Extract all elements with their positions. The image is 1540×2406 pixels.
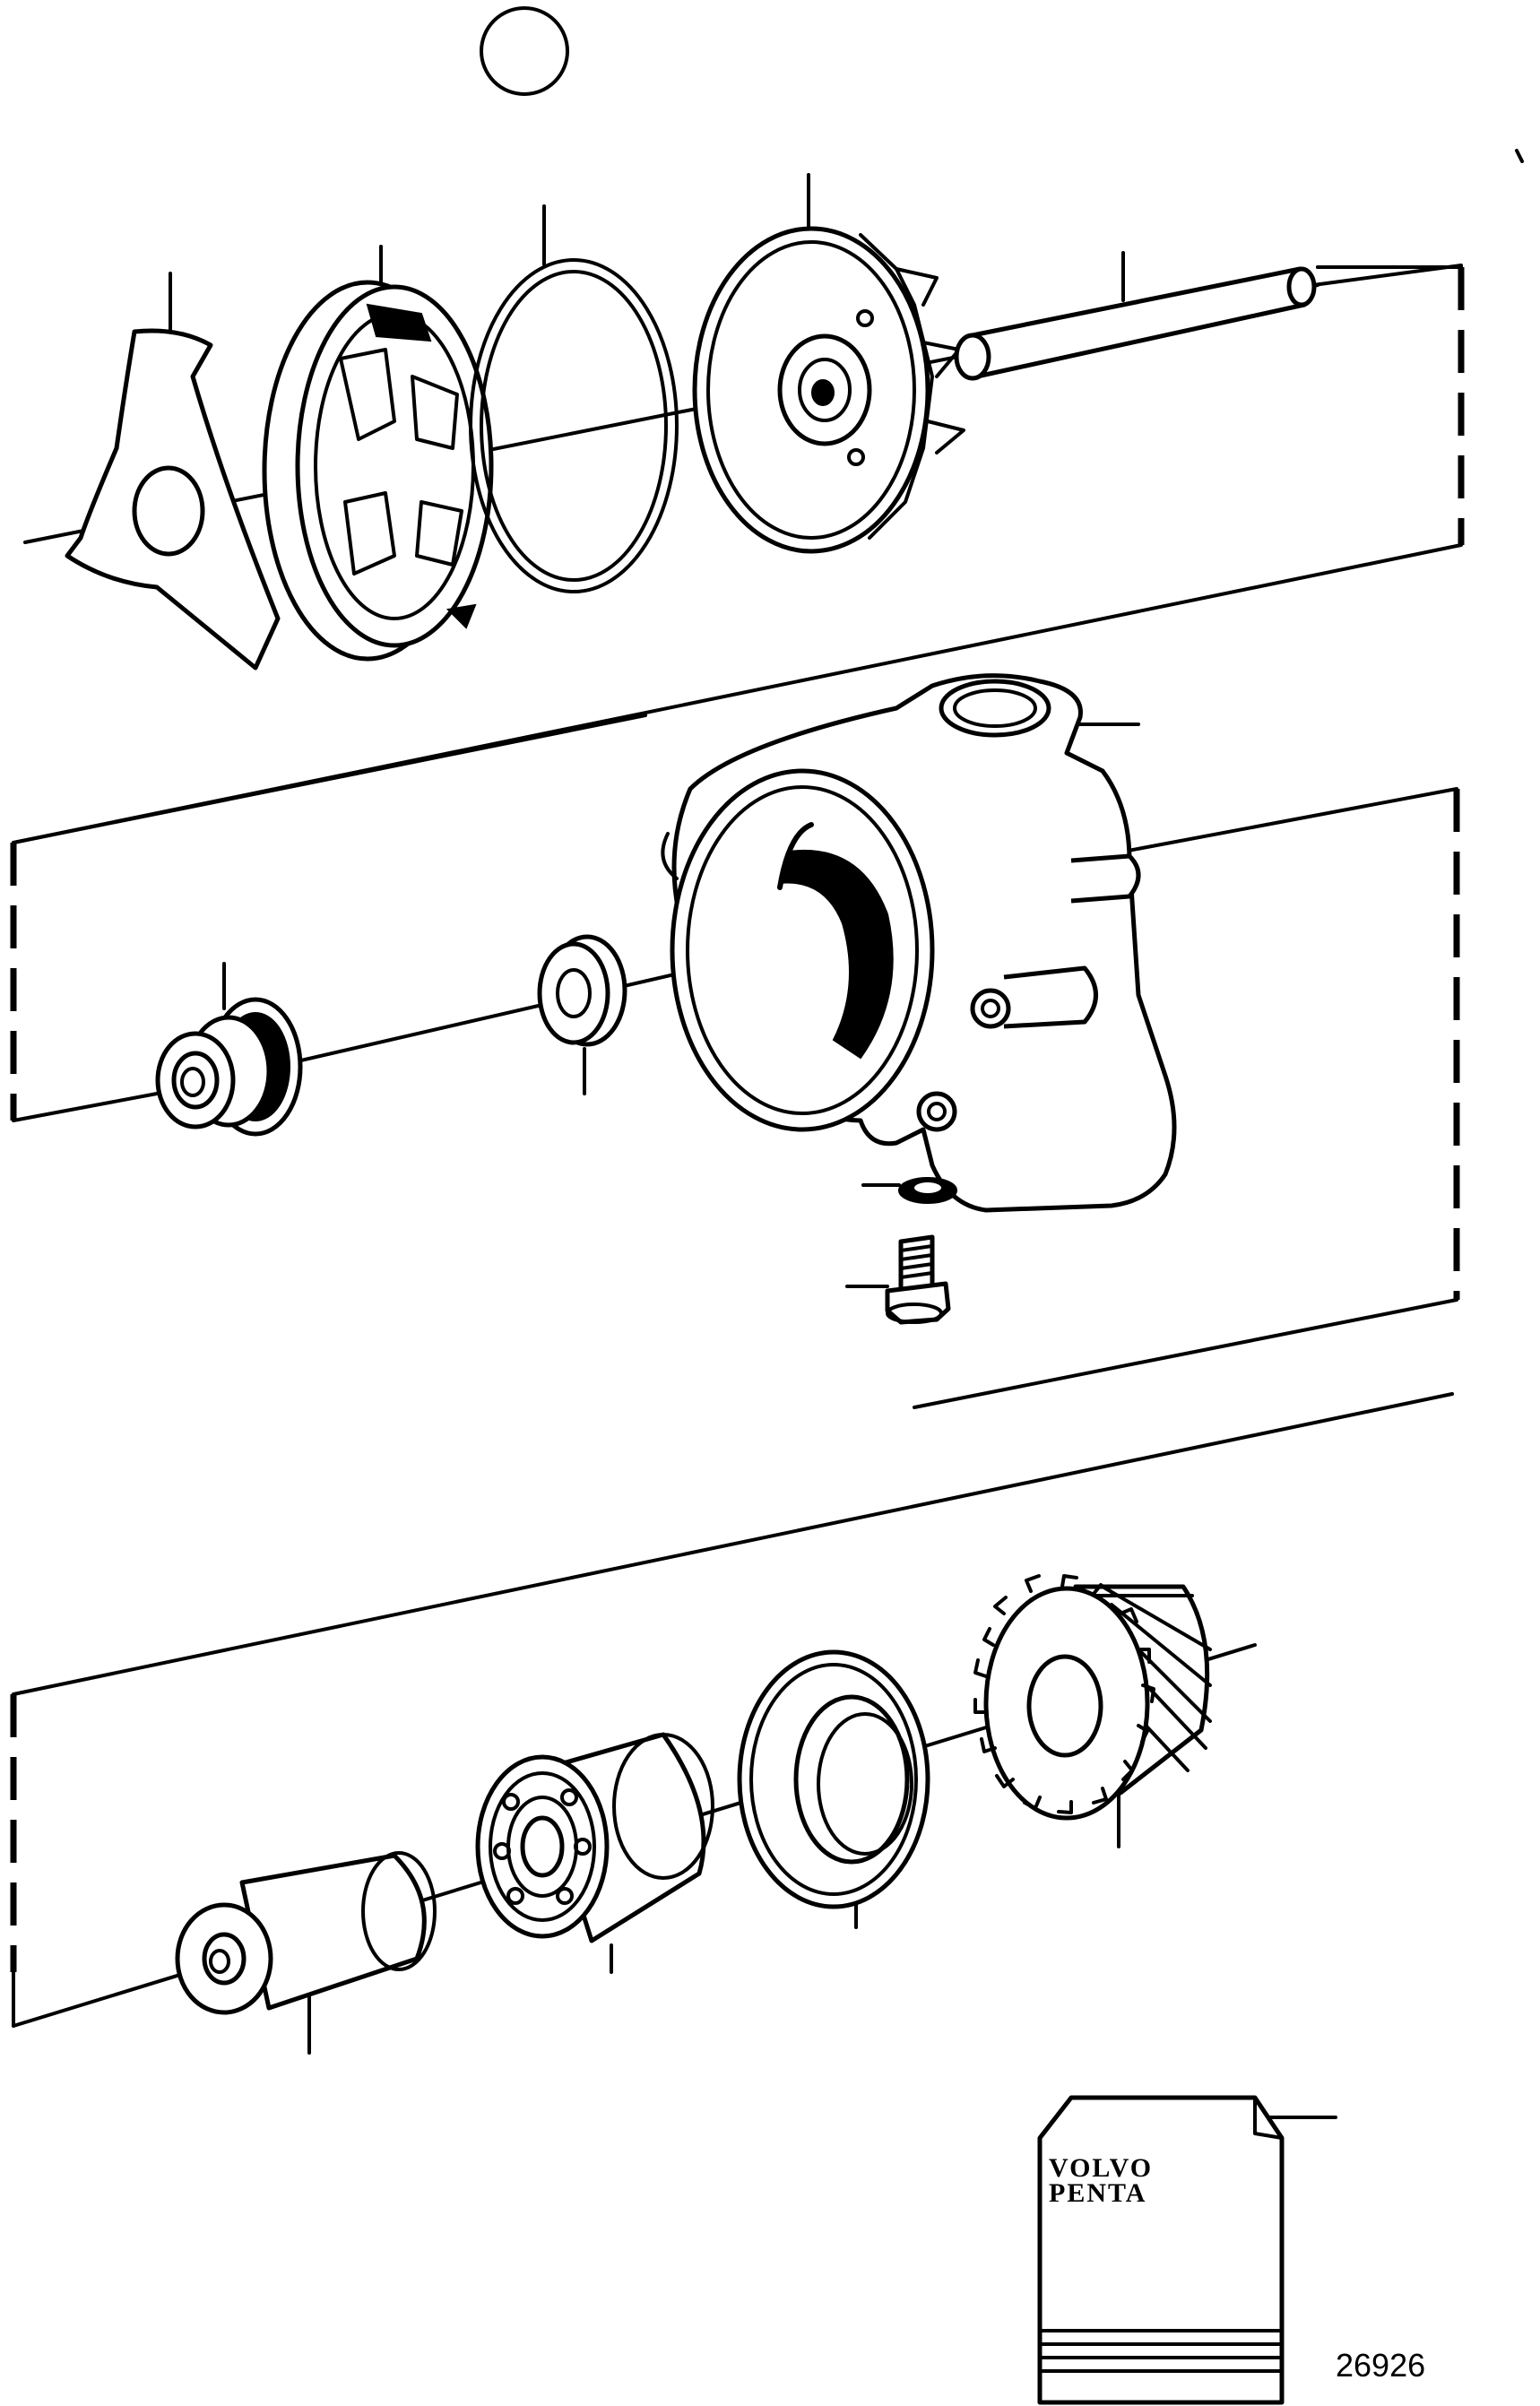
part-impeller-cover — [262, 245, 494, 662]
part-impeller — [692, 173, 965, 554]
part-bearing-housing-cup — [737, 1649, 930, 1929]
part-shaft-seal — [155, 962, 303, 1137]
group-frame-bottom — [10, 1392, 1454, 2028]
part-seal-ring — [537, 934, 627, 1095]
part-pump-housing — [661, 673, 1177, 1213]
part-wear-plate — [65, 272, 281, 671]
part-o-ring — [469, 204, 679, 593]
manual-brand-text: VOLVO — [1049, 2153, 1153, 2183]
part-washer — [861, 1177, 957, 1204]
part-drive-gear — [973, 1574, 1212, 1848]
group-frame-middle — [10, 714, 1460, 1409]
position-circle — [480, 6, 569, 96]
manual-subbrand-text: PENTA — [1049, 2178, 1146, 2208]
part-ball-bearing — [475, 1732, 714, 1974]
part-bushing — [175, 1851, 437, 2055]
stray-mark — [1515, 149, 1524, 163]
part-shaft-front — [954, 251, 1317, 381]
figure-number: 26926 — [1336, 2347, 1426, 2384]
part-service-manual: VOLVO PENTA — [1037, 2095, 1337, 2405]
part-drain-plug — [845, 1234, 951, 1325]
